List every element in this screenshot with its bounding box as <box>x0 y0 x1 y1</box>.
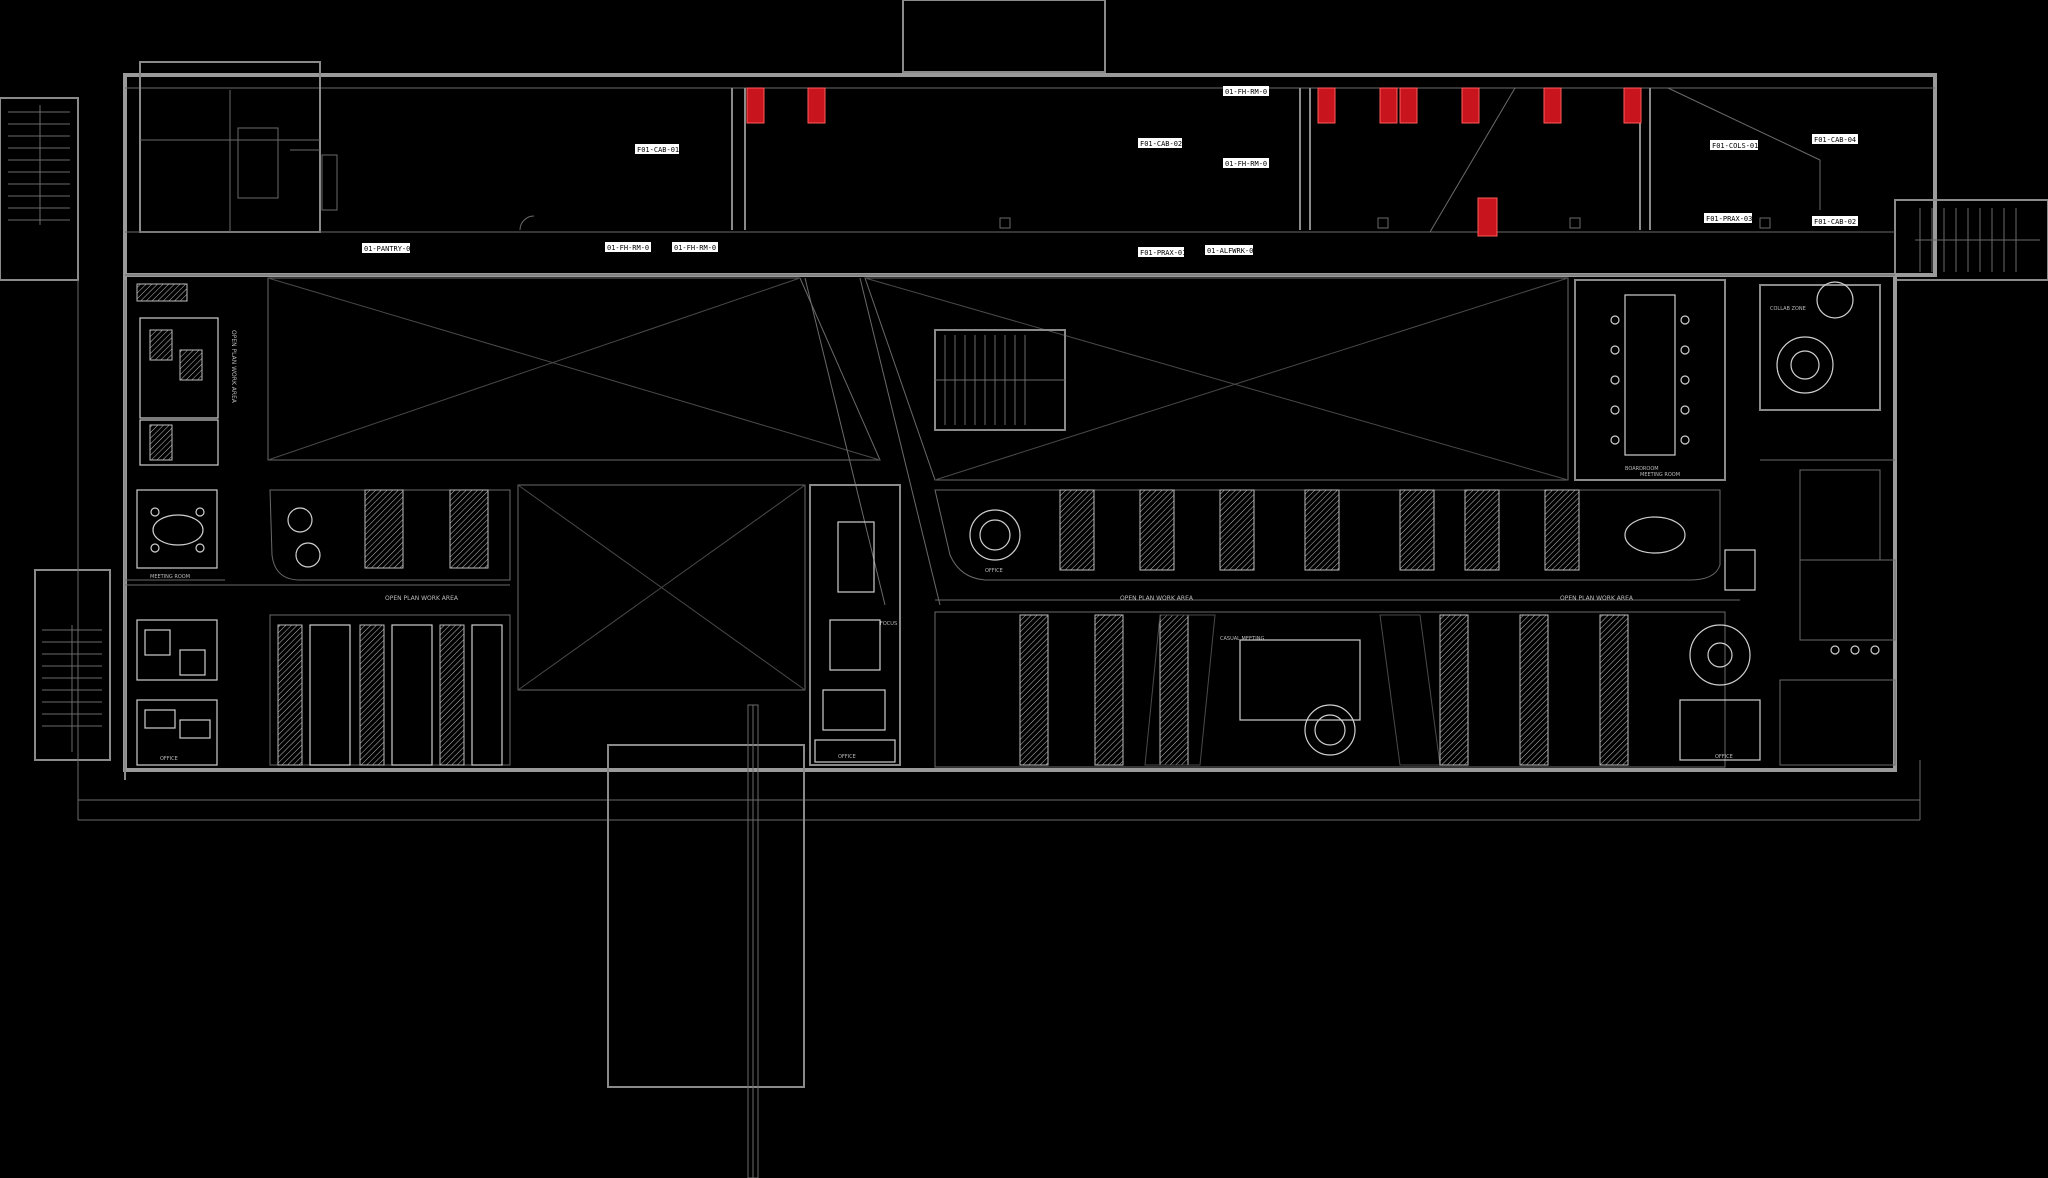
svg-text:F01-PRAX-03: F01-PRAX-03 <box>1706 215 1752 223</box>
red-highlight-blocks <box>746 87 1642 237</box>
equipment-tags: F01-CAB-01 01-FH-RM-0 F01-CAB-02 01-FH-R… <box>362 86 1858 257</box>
room-label: OFFICE <box>985 568 1003 574</box>
lower-left-stair <box>42 625 102 752</box>
room-label: MEETING ROOM <box>1640 472 1680 478</box>
central-stair <box>934 329 1066 431</box>
svg-text:F01-PRAX-01: F01-PRAX-01 <box>1140 249 1186 257</box>
tag-t7: F01-PRAX-03 <box>1704 213 1752 223</box>
tag-t8: F01-CAB-02 <box>1812 216 1858 226</box>
right-stair <box>1915 208 2040 272</box>
tag-t13: 01-ALFWRK-0 <box>1205 245 1253 255</box>
svg-text:01-FH-RM-0: 01-FH-RM-0 <box>674 244 716 252</box>
tag-t5: F01-COLS-01 <box>1710 140 1758 150</box>
tag-t12: F01-PRAX-01 <box>1138 247 1186 257</box>
svg-text:01-FH-RM-0: 01-FH-RM-0 <box>1225 160 1267 168</box>
tag-t9: 01-PANTRY-0 <box>362 243 410 253</box>
right-block <box>1574 279 1896 766</box>
left-workstations <box>269 489 511 766</box>
tag-t4: 01-FH-RM-0 <box>1223 158 1269 168</box>
left-office-column <box>124 280 225 780</box>
tag-t2: 01-FH-RM-0 <box>1223 86 1269 96</box>
svg-text:F01-CAB-01: F01-CAB-01 <box>637 146 679 154</box>
atrium-voids <box>267 277 1569 691</box>
tag-t1: F01-CAB-01 <box>635 144 679 154</box>
tag-t3: F01-CAB-02 <box>1138 138 1182 148</box>
svg-text:01-FH-RM-0: 01-FH-RM-0 <box>1225 88 1267 96</box>
svg-text:01-ALFWRK-0: 01-ALFWRK-0 <box>1207 247 1253 255</box>
room-label: BOARDROOM <box>1625 466 1659 472</box>
central-meeting-column <box>809 484 901 766</box>
room-label: COLLAB ZONE <box>1770 306 1806 312</box>
svg-text:01-FH-RM-0: 01-FH-RM-0 <box>607 244 649 252</box>
room-label: MEETING ROOM <box>150 574 190 580</box>
zone-label: OPEN PLAN WORK AREA <box>1560 595 1634 602</box>
right-workstations <box>934 489 1761 768</box>
tag-t10: 01-FH-RM-0 <box>605 242 651 252</box>
left-stair <box>8 105 70 225</box>
svg-text:F01-CAB-02: F01-CAB-02 <box>1814 218 1856 226</box>
zone-label: OPEN PLAN WORK AREA <box>230 330 237 404</box>
tag-t11: 01-FH-RM-0 <box>672 242 718 252</box>
svg-text:F01-CAB-02: F01-CAB-02 <box>1140 140 1182 148</box>
zone-label: OPEN PLAN WORK AREA <box>1120 595 1194 602</box>
room-label: FOCUS <box>880 621 897 627</box>
zone-label: OPEN PLAN WORK AREA <box>385 595 459 602</box>
room-label: OFFICE <box>160 756 178 762</box>
room-label: OFFICE <box>1715 754 1733 760</box>
svg-text:01-PANTRY-0: 01-PANTRY-0 <box>364 245 410 253</box>
svg-text:F01-CAB-04: F01-CAB-04 <box>1814 136 1856 144</box>
room-labels: MEETING ROOM OFFICE OFFICE OFFICE OFFICE… <box>150 306 1806 762</box>
zone-labels: OPEN PLAN WORK AREA OPEN PLAN WORK AREA … <box>230 330 1634 602</box>
room-label: OFFICE <box>838 754 856 760</box>
svg-text:F01-COLS-01: F01-COLS-01 <box>1712 142 1758 150</box>
tag-t6: F01-CAB-04 <box>1812 134 1858 144</box>
corridor-lines <box>125 584 1740 601</box>
room-label: CASUAL MEETING <box>1220 636 1264 642</box>
